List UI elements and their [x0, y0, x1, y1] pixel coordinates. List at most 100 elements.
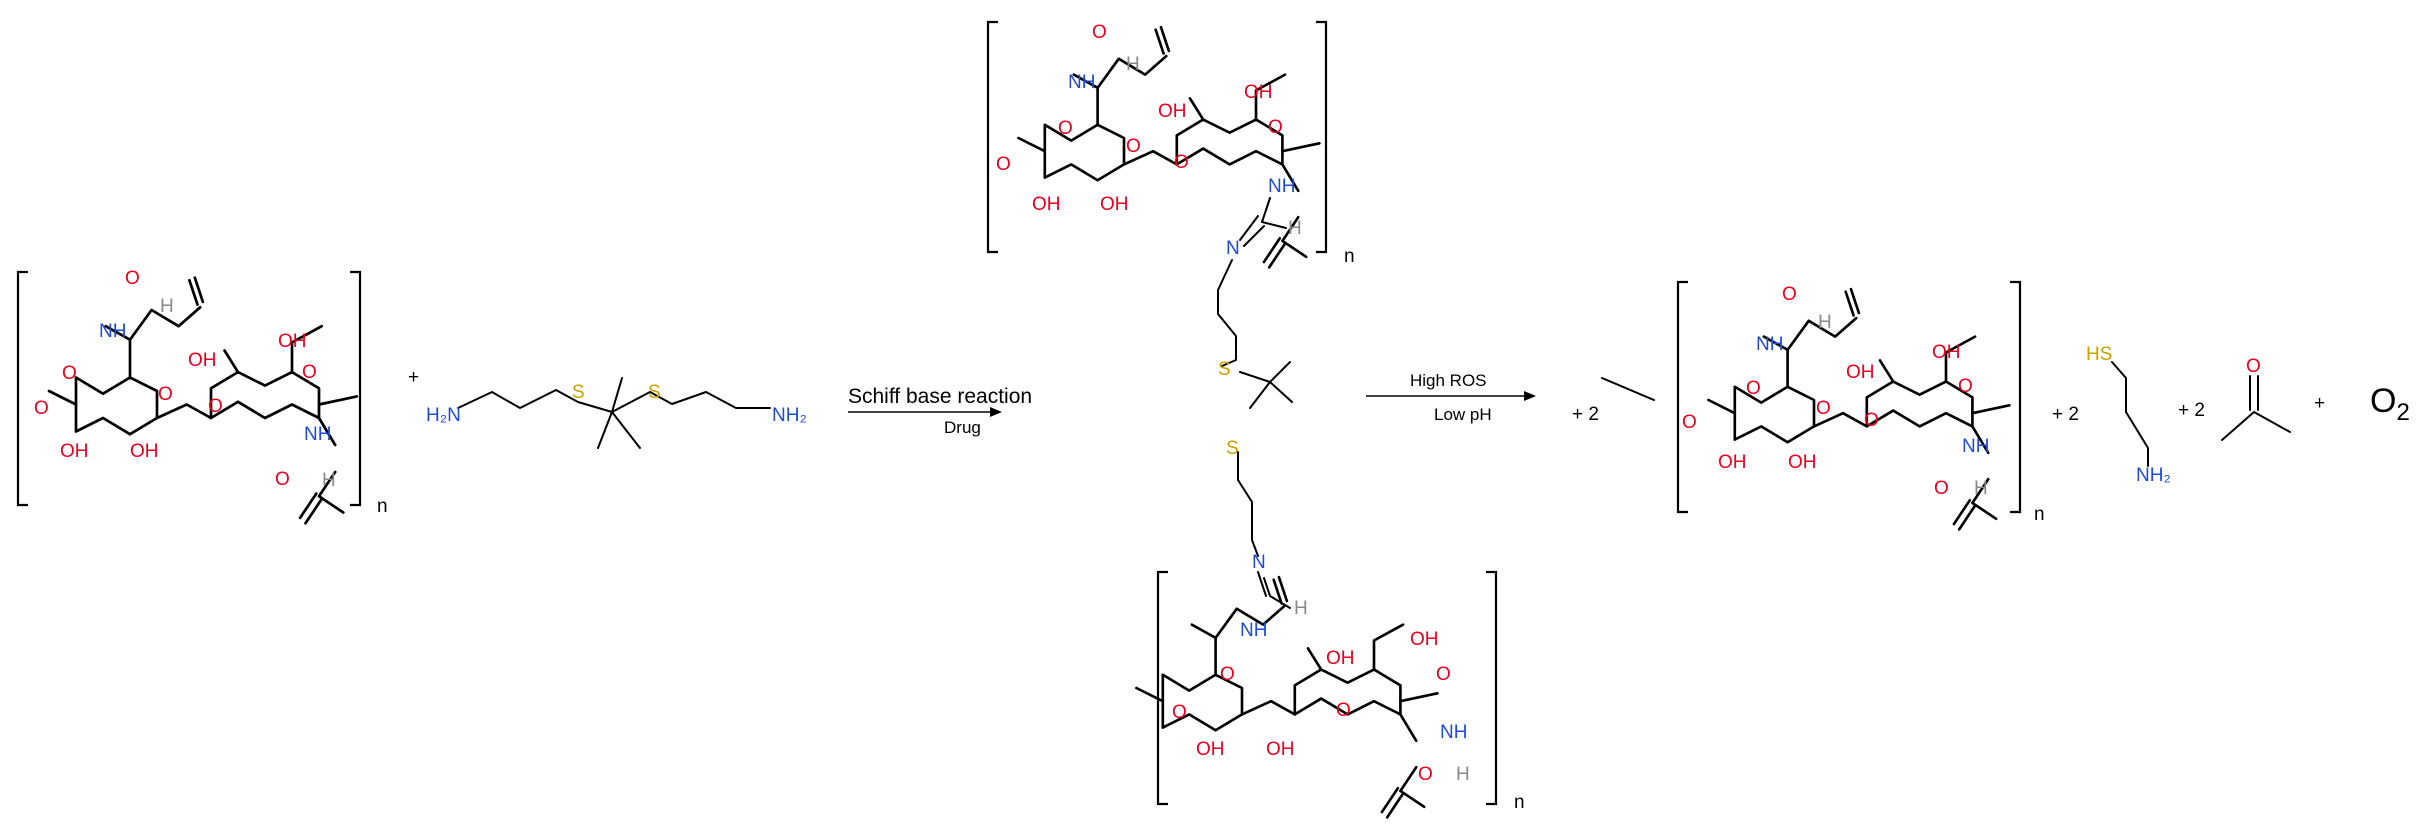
atom-label: O — [1436, 664, 1451, 685]
atom-label: O — [1782, 284, 1797, 305]
atom-label: OH — [188, 350, 217, 371]
atom-label: O — [1682, 412, 1697, 433]
atom-label: O — [1816, 398, 1831, 419]
arrow-condition-top: Schiff base reaction — [848, 385, 1032, 408]
atom-label: H — [1294, 598, 1308, 619]
stoichiometric-coefficient: + 2 — [2178, 400, 2205, 421]
atom-label: O — [1126, 136, 1141, 157]
atom-label: OH — [1932, 342, 1961, 363]
atom-label: NH — [1068, 72, 1095, 93]
atom-label: O — [1864, 410, 1879, 431]
atom-label: OH — [1100, 194, 1129, 215]
repeat-bracket-left — [1676, 280, 1688, 514]
crosslinked-product: n O H NH O O OH OH O O OH OH O NH N H S … — [986, 20, 1525, 819]
product-acetone: O — [2221, 356, 2291, 441]
atom-label: O — [1418, 764, 1433, 785]
atom-label: O — [275, 469, 290, 490]
atom-label: O — [1058, 118, 1073, 139]
atom-label: NH — [1962, 436, 1989, 457]
product-polymer: n O H NH O O OH OH O O OH OH O NH O H — [1601, 280, 2045, 531]
repeat-bracket-right — [1316, 20, 1328, 254]
reaction-arrow-degradation: High ROS Low pH — [1366, 371, 1536, 424]
repeat-bracket-left — [1156, 570, 1168, 806]
amine-group: NH₂ — [2136, 465, 2171, 486]
carbonyl-oxygen: O — [2246, 356, 2261, 377]
atom-label: OH — [1718, 452, 1747, 473]
plus-sign: + — [2314, 393, 2325, 414]
atom-label: H — [1126, 54, 1140, 75]
atom-label: OH — [60, 441, 89, 462]
atom-label: O — [1934, 478, 1949, 499]
atom-label: OH — [1032, 194, 1061, 215]
atom-label: OH — [1158, 101, 1187, 122]
repeat-subscript: n — [2034, 504, 2045, 525]
atom-label: OH — [278, 331, 307, 352]
sulfur-atom: S — [1226, 438, 1239, 459]
atom-label: OH — [1244, 82, 1273, 103]
arrow-condition-bottom: Drug — [944, 418, 981, 437]
repeat-bracket-left — [986, 20, 998, 254]
atom-label: H — [1818, 312, 1832, 333]
atom-label: O — [158, 384, 173, 405]
atom-label: O — [996, 154, 1011, 175]
reactant-polymer: n O H NH O O OH OH O O OH OH O NH O H — [16, 268, 388, 525]
atom-label: N — [1252, 552, 1266, 573]
arrow-condition-top: High ROS — [1410, 371, 1487, 390]
atom-label: OH — [1326, 648, 1355, 669]
repeat-subscript: n — [1514, 792, 1525, 813]
atom-label: OH — [1410, 629, 1439, 650]
stoichiometric-coefficient: + 2 — [2052, 404, 2079, 425]
atom-label: H — [160, 296, 174, 317]
atom-label: OH — [1788, 452, 1817, 473]
product-oxygen: O2 — [2370, 382, 2410, 426]
reaction-arrow-schiff-base: Schiff base reaction Drug — [848, 385, 1032, 437]
atom-label: OH — [1266, 739, 1295, 760]
atom-label: O — [1336, 700, 1351, 721]
atom-label: O — [1174, 152, 1189, 173]
atom-label: O — [62, 363, 77, 384]
atom-label: O — [208, 396, 223, 417]
atom-label: N — [1226, 238, 1240, 259]
repeat-bracket-right — [1486, 570, 1498, 806]
atom-label: NH — [304, 424, 331, 445]
atom-label: H — [1456, 764, 1470, 785]
disaccharide-unit — [1707, 287, 2011, 531]
atom-label: NH — [1440, 722, 1467, 743]
disaccharide-unit — [1135, 575, 1439, 819]
atom-label: OH — [130, 441, 159, 462]
atom-label: H — [322, 470, 336, 491]
sulfur-atom: S — [1218, 359, 1231, 380]
oxygen-molecule: O2 — [2370, 382, 2410, 426]
amine-group: H₂N — [426, 405, 461, 426]
atom-label: O — [1958, 376, 1973, 397]
repeat-subscript: n — [377, 496, 388, 517]
atom-label: OH — [1196, 739, 1225, 760]
atom-label: NH — [1756, 334, 1783, 355]
atom-label: O — [302, 362, 317, 383]
disaccharide-unit — [1017, 25, 1321, 269]
atom-label: O — [1220, 664, 1235, 685]
repeat-bracket-right — [2010, 280, 2022, 514]
atom-label: OH — [1846, 362, 1875, 383]
atom-label: O — [125, 268, 140, 289]
stoichiometric-coefficient: + 2 — [1572, 404, 1599, 425]
repeat-bracket-right — [350, 270, 362, 507]
atom-label: NH — [1268, 176, 1295, 197]
atom-label: O — [1746, 378, 1761, 399]
atom-label: O — [1092, 22, 1107, 43]
reactant-cystamine-linker: H₂N S S NH₂ — [426, 377, 807, 449]
atom-label: O — [34, 398, 49, 419]
plus-sign: + — [408, 367, 419, 388]
atom-label: H — [1288, 218, 1302, 239]
sulfur-atom: S — [572, 382, 585, 403]
product-cysteamine: HS NH₂ — [2086, 344, 2171, 486]
disaccharide-unit — [47, 276, 359, 525]
sulfur-atom: S — [648, 382, 661, 403]
repeat-subscript: n — [1344, 246, 1355, 267]
atom-label: O — [1268, 117, 1283, 138]
repeat-bracket-left — [16, 270, 28, 507]
thiol-group: HS — [2086, 344, 2112, 365]
amine-group: NH₂ — [772, 405, 807, 426]
atom-label: NH — [1240, 620, 1267, 641]
